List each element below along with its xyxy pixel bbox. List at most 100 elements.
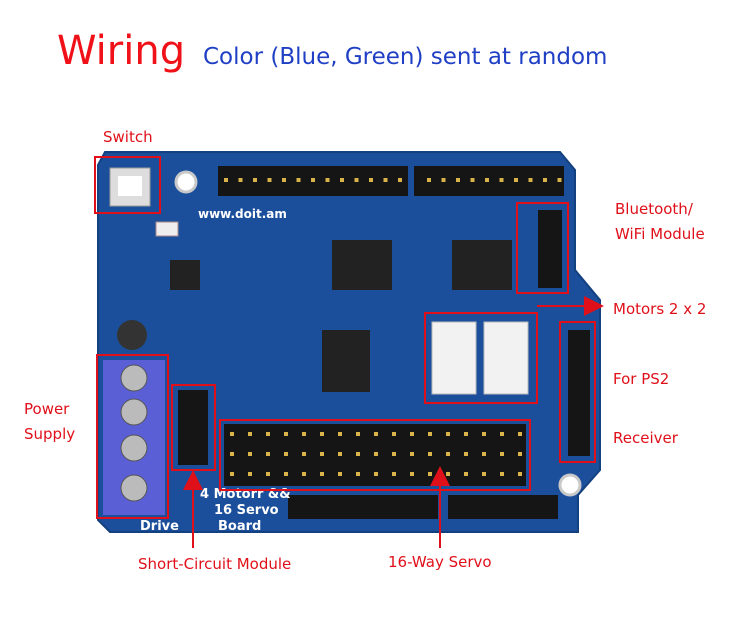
header-pin — [311, 178, 315, 182]
power-label-line1: Power — [24, 400, 70, 418]
header-pin — [428, 432, 432, 436]
header-pin — [356, 452, 360, 456]
motor-driver-chip — [452, 240, 512, 290]
header-pin — [427, 178, 431, 182]
terminal-screw — [120, 474, 148, 502]
header-pin — [374, 432, 378, 436]
header-pin — [296, 178, 301, 182]
header-pin — [284, 432, 288, 436]
header-pin — [340, 178, 344, 182]
bottom-header — [448, 495, 558, 519]
header-pin — [356, 472, 360, 476]
bluetooth-highlight — [516, 202, 569, 294]
header-pin — [464, 452, 468, 456]
header-pin — [485, 178, 489, 182]
switch-highlight — [94, 156, 161, 214]
bluetooth-label-line2: WiFi Module — [615, 225, 705, 243]
header-pin — [392, 452, 396, 456]
header-pin — [518, 472, 522, 476]
mount-hole — [558, 473, 582, 497]
motors-label: Motors 2 x 2 — [613, 300, 707, 318]
header-pin — [338, 452, 342, 456]
terminal-screw — [120, 364, 148, 392]
header-pin — [398, 178, 402, 182]
header-pin — [383, 178, 388, 182]
page-subtitle: Color (Blue, Green) sent at random — [203, 44, 608, 70]
header-pin — [248, 452, 252, 456]
header-pin — [253, 178, 257, 182]
bottom-header — [288, 495, 438, 519]
header-pin — [248, 472, 252, 476]
header-pin — [338, 472, 342, 476]
short-circuit-header — [178, 390, 208, 465]
board-name-line2: 16 Servo — [214, 503, 279, 518]
switch-label: Switch — [103, 128, 153, 146]
short-circuit-label: Short-Circuit Module — [138, 555, 292, 573]
ps2-label-line1: For PS2 — [613, 370, 670, 388]
header-pin — [482, 472, 486, 476]
header-pin — [266, 472, 270, 476]
header-pin — [500, 432, 504, 436]
header-pin — [470, 178, 475, 182]
header-pin — [528, 178, 533, 182]
header-pin — [514, 178, 518, 182]
regulator-chip — [170, 260, 200, 290]
header-pin — [230, 472, 234, 476]
header-pin — [320, 452, 324, 456]
header-pin — [248, 432, 252, 436]
header-pin — [267, 178, 272, 182]
header-pin — [266, 452, 270, 456]
header-pin — [456, 178, 460, 182]
header-pin — [338, 432, 342, 436]
header-pin — [446, 452, 450, 456]
header-pin — [284, 452, 288, 456]
header-pin — [500, 472, 504, 476]
ps2-highlight — [559, 321, 596, 463]
header-pin — [557, 178, 562, 182]
bluetooth-header — [538, 210, 562, 288]
motor-connector — [431, 321, 477, 395]
header-pin — [320, 472, 324, 476]
servo-label: 16-Way Servo — [388, 553, 492, 571]
motor-connector — [483, 321, 529, 395]
motors-highlight — [424, 312, 538, 404]
header-pin — [302, 472, 306, 476]
power-label-line2: Supply — [24, 425, 76, 443]
inductor — [117, 320, 147, 350]
header-pin — [230, 452, 234, 456]
header-pin — [392, 472, 396, 476]
header-pin — [410, 472, 414, 476]
header-pin — [302, 452, 306, 456]
header-pin — [464, 432, 468, 436]
header-pin — [482, 452, 486, 456]
terminal-screw — [120, 434, 148, 462]
header-pin — [446, 432, 450, 436]
motor-driver-chip — [332, 240, 392, 290]
header-pin — [282, 178, 286, 182]
header-pin — [446, 472, 450, 476]
header-pin — [356, 432, 360, 436]
ps2-header — [568, 330, 590, 456]
header-pin — [369, 178, 373, 182]
header-pin — [392, 432, 396, 436]
reset-button — [155, 221, 179, 237]
header-pin — [499, 178, 504, 182]
header-pin — [543, 178, 547, 182]
header-pin — [374, 472, 378, 476]
header-pin — [428, 452, 432, 456]
page-title: Wiring — [57, 28, 186, 74]
header-pin — [320, 432, 324, 436]
header-pin — [410, 452, 414, 456]
ps2-label-line2: Receiver — [613, 429, 678, 447]
bluetooth-label-line1: Bluetooth/ — [615, 200, 693, 218]
header-pin — [374, 452, 378, 456]
header-pin — [482, 432, 486, 436]
power-highlight — [96, 354, 169, 519]
header-pin — [284, 472, 288, 476]
header-pin — [230, 432, 234, 436]
board-website: www.doit.am — [198, 207, 287, 221]
header-pin — [302, 432, 306, 436]
servo-highlight — [219, 419, 531, 491]
header-pin — [464, 472, 468, 476]
